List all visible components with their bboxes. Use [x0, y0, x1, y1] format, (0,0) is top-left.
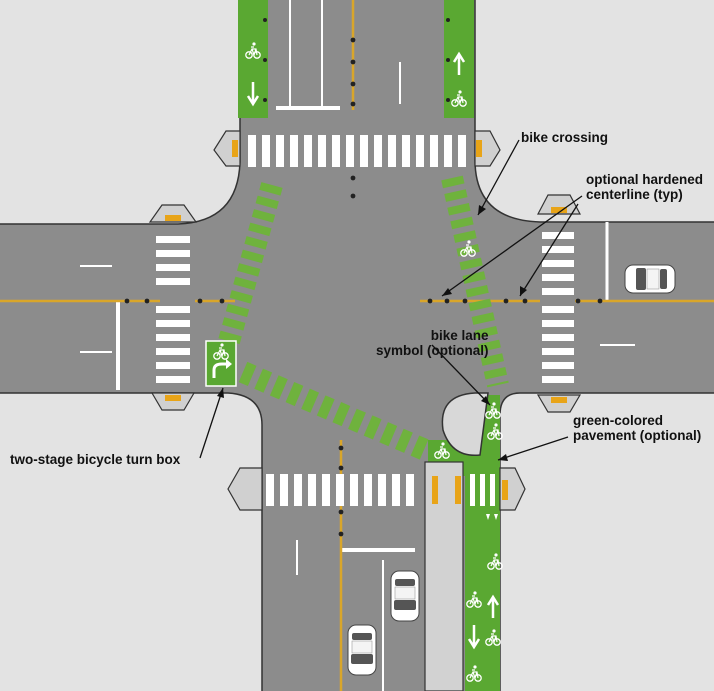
bike-lane-symbols [245, 41, 503, 682]
label-bike-crossing: bike crossing [521, 130, 608, 145]
lane-lines [80, 0, 635, 691]
west-crosswalk [156, 236, 190, 383]
bicycle-turn-box [205, 340, 237, 387]
label-hardened-centerline-line2: centerline (typ) [586, 187, 683, 202]
curb-extensions [148, 130, 582, 511]
north-crosswalk [248, 135, 466, 167]
label-bike-lane-symbol-line1: bike lane [430, 328, 489, 343]
label-green-pavement-line2: pavement (optional) [573, 428, 702, 443]
label-green-pavement: green-colored pavement (optional) [573, 413, 701, 443]
label-bike-lane-symbol-line2: symbol (optional) [376, 343, 489, 358]
bike-crossing-markings [217, 175, 509, 463]
label-bike-lane-symbol: bike lane symbol (optional) [376, 328, 489, 358]
leader-lines [199, 139, 583, 461]
label-green-pavement-line1: green-colored [573, 413, 664, 428]
label-hardened-centerline: optional hardened centerline (typ) [586, 172, 703, 202]
leader-arrowheads [217, 205, 527, 461]
label-hardened-centerline-line1: optional hardened [586, 172, 704, 187]
east-crosswalk [542, 232, 574, 383]
bollard-posts [124, 18, 603, 537]
ne-corner-island [441, 392, 489, 457]
south-crosswalk [266, 474, 495, 506]
label-turn-box: two-stage bicycle turn box [10, 452, 180, 467]
label-bike-crossing-text: bike crossing [521, 130, 609, 145]
detectable-pads [165, 140, 567, 504]
label-turn-box-text: two-stage bicycle turn box [10, 452, 181, 467]
